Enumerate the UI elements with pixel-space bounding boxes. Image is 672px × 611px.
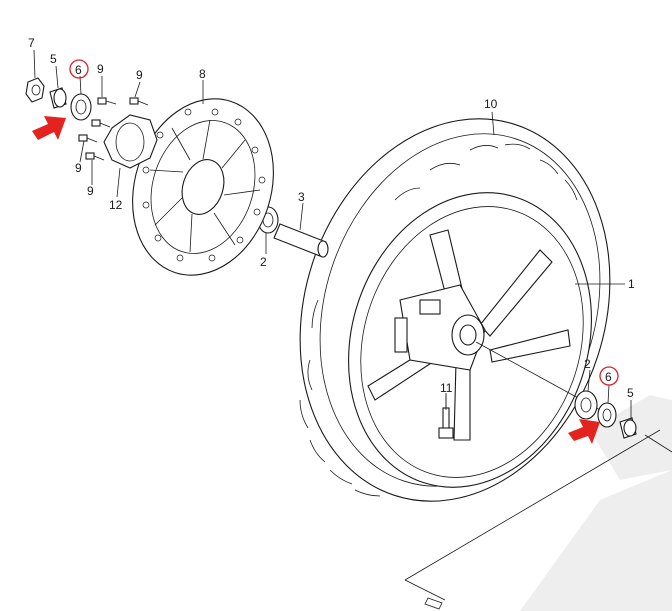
collar-right (619, 417, 637, 439)
part-label-7: 7 (28, 36, 35, 50)
part-label-3: 3 (298, 190, 305, 204)
part-label-2: 2 (584, 357, 591, 371)
part-label-9: 9 (87, 184, 94, 198)
axle-spacer (273, 223, 329, 258)
part-label-6: 6 (75, 63, 82, 77)
part-label-9: 9 (75, 161, 82, 175)
brake-disc (132, 98, 274, 276)
bolts (78, 97, 149, 161)
frame-lines (404, 429, 672, 610)
tire-tread (299, 143, 578, 497)
axle-nut (25, 77, 45, 103)
wheel-assembly (299, 118, 611, 502)
collar-left (49, 87, 67, 109)
part-label-2: 2 (260, 255, 267, 269)
sensor-rotor (103, 114, 158, 169)
part-label-10: 10 (484, 97, 498, 111)
red-arrow-icon (32, 116, 66, 140)
dust-seal-left (70, 93, 92, 121)
part-label-9: 9 (136, 68, 143, 82)
part-label-11: 11 (440, 381, 453, 395)
highlight-circle-left (69, 59, 89, 79)
leader-lines (33, 49, 632, 420)
red-arrow-icon (568, 419, 600, 444)
part-label-6: 6 (605, 370, 612, 384)
wheel-hub (394, 284, 486, 371)
part-label-8: 8 (199, 67, 206, 81)
dust-seal-right (597, 402, 617, 428)
part-label-1: 1 (628, 277, 635, 291)
part-label-5: 5 (627, 386, 634, 400)
part-label-5: 5 (50, 52, 57, 66)
bearing-right (574, 390, 598, 420)
highlight-circle-right (599, 366, 619, 386)
part-label-12: 12 (109, 198, 123, 212)
part-label-9: 9 (97, 62, 104, 76)
part-labels: 7 5 6 9 9 8 9 9 12 3 2 10 1 2 6 5 11 (28, 36, 635, 400)
